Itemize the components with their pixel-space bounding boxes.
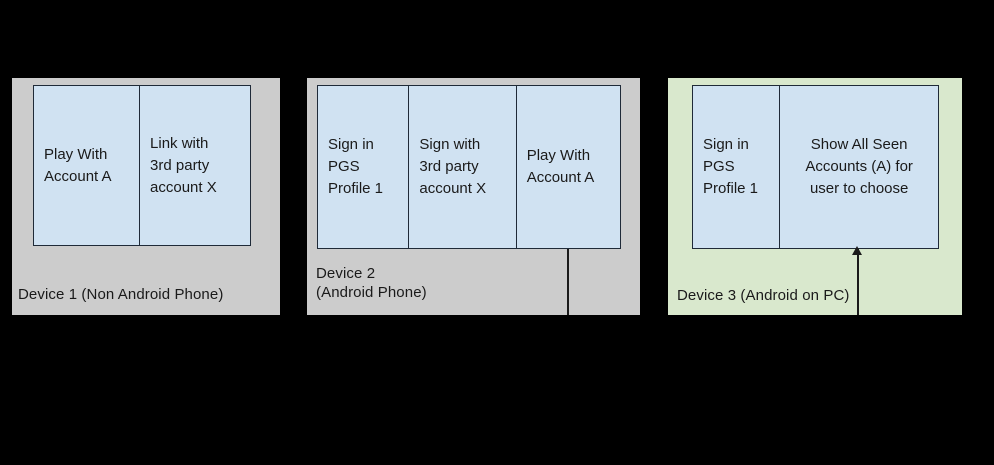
device-1-step-row: Play With Account A Link with 3rd party … xyxy=(33,85,251,246)
device-2-step-row: Sign in PGS Profile 1 Sign with 3rd part… xyxy=(317,85,621,249)
arrow-head-up-icon xyxy=(852,246,862,255)
connector-line-device-2 xyxy=(567,249,569,315)
device-2-step-1[interactable]: Sign in PGS Profile 1 xyxy=(318,86,410,248)
connector-line-device-3 xyxy=(857,249,859,315)
device-3-caption: Device 3 (Android on PC) xyxy=(677,287,850,304)
device-2-caption: Device 2 (Android Phone) xyxy=(316,265,427,301)
device-3-step-2[interactable]: Show All Seen Accounts (A) for user to c… xyxy=(780,86,938,248)
device-3-step-row: Sign in PGS Profile 1 Show All Seen Acco… xyxy=(692,85,939,249)
device-1-step-2[interactable]: Link with 3rd party account X xyxy=(140,86,250,245)
device-1-caption: Device 1 (Non Android Phone) xyxy=(18,286,224,303)
device-2-step-2[interactable]: Sign with 3rd party account X xyxy=(409,86,517,248)
device-3-step-1[interactable]: Sign in PGS Profile 1 xyxy=(693,86,781,248)
device-2-step-3[interactable]: Play With Account A xyxy=(516,86,620,248)
device-1-step-1[interactable]: Play With Account A xyxy=(34,86,141,245)
